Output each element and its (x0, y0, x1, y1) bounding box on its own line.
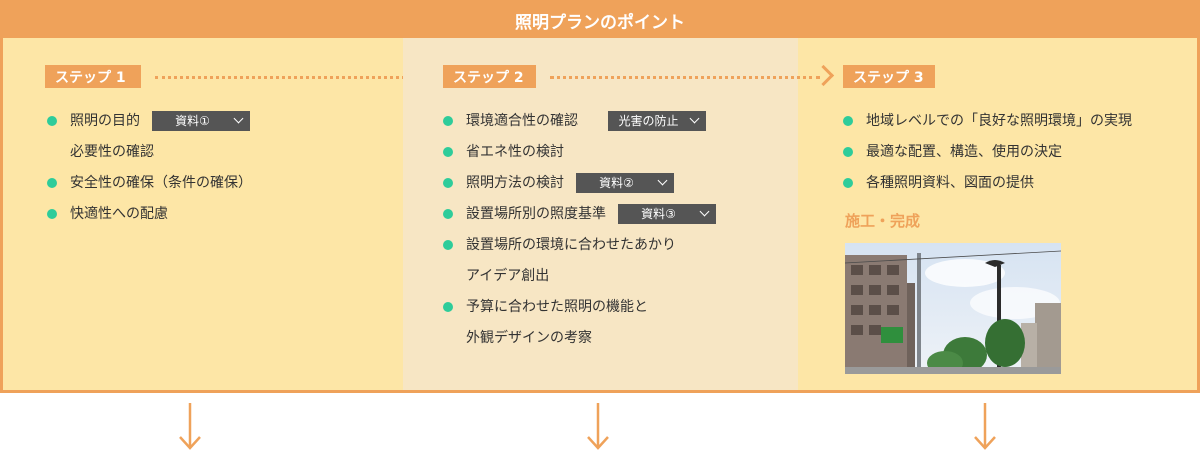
list-item: 照明の目的 資料① 必要性の確認 (47, 106, 252, 168)
completion-heading: 施工・完成 (845, 212, 921, 230)
step-1-list: 照明の目的 資料① 必要性の確認 安全性の確保（条件の確保） 快適性への配慮 (47, 106, 252, 230)
item-text: 最適な配置、構造、使用の決定 (866, 144, 1062, 160)
dotted-connector (155, 76, 417, 79)
list-item: 省エネ性の検討 (443, 137, 716, 168)
item-text-continued: アイデア創出 (466, 268, 550, 284)
chevron-down-icon (234, 113, 244, 124)
arrow-down-icon (587, 403, 609, 450)
arrow-down-icon (179, 403, 201, 450)
item-text: 照明方法の検討 (466, 175, 564, 191)
document-2-dropdown-button[interactable]: 資料② (576, 173, 675, 193)
document-1-dropdown-button[interactable]: 資料① (152, 111, 251, 131)
item-text: 省エネ性の検討 (466, 144, 564, 160)
item-text: 設置場所の環境に合わせたあかり (466, 237, 676, 253)
item-text: 地域レベルでの「良好な照明環境」の実現 (866, 113, 1132, 129)
arrow-down-icon (974, 403, 996, 450)
light-pollution-dropdown-button[interactable]: 光害の防止 (608, 111, 707, 131)
street-scene-image (845, 243, 1061, 374)
button-label: 光害の防止 (618, 113, 679, 128)
step-3-badge: ステップ 3 (843, 65, 935, 88)
bullet-dot-icon (47, 116, 57, 126)
bullet-dot-icon (443, 147, 453, 157)
item-text: 設置場所別の照度基準 (466, 206, 606, 222)
button-label: 資料③ (641, 206, 676, 221)
chevron-down-icon (690, 113, 700, 124)
street-light-photo (845, 243, 1061, 374)
chevron-down-icon (700, 206, 710, 217)
bullet-dot-icon (443, 302, 453, 312)
document-3-dropdown-button[interactable]: 資料③ (618, 204, 717, 224)
item-text: 環境適合性の確認 (466, 113, 578, 129)
item-text: 快適性への配慮 (70, 206, 168, 222)
bullet-dot-icon (443, 116, 453, 126)
step-1-column: ステップ 1 照明の目的 資料① 必要性の確認 安全性の確保（条件の確保） 快適… (3, 38, 428, 390)
chevron-down-icon (658, 175, 668, 186)
list-item: 地域レベルでの「良好な照明環境」の実現 (843, 106, 1132, 137)
item-text: 安全性の確保（条件の確保） (70, 175, 252, 191)
item-text-continued: 外観デザインの考察 (466, 330, 592, 346)
button-label: 資料② (599, 175, 634, 190)
bullet-dot-icon (843, 147, 853, 157)
item-text: 照明の目的 (70, 113, 140, 129)
lighting-plan-panel: 照明プランのポイント ステップ 1 照明の目的 資料① 必要性の確認 安全性の確… (0, 0, 1200, 393)
step-2-column: ステップ 2 環境適合性の確認 光害の防止 省エネ性の検討 照明方法の検討 資料… (403, 38, 835, 390)
step-2-badge: ステップ 2 (443, 65, 536, 88)
bullet-dot-icon (843, 178, 853, 188)
step-2-list: 環境適合性の確認 光害の防止 省エネ性の検討 照明方法の検討 資料② (443, 106, 717, 354)
item-text: 予算に合わせた照明の機能と (466, 299, 648, 315)
list-item: 照明方法の検討 資料② (443, 168, 716, 199)
step-1-badge: ステップ 1 (45, 65, 141, 88)
list-item: 最適な配置、構造、使用の決定 (843, 137, 1132, 168)
bullet-dot-icon (843, 116, 853, 126)
list-item: 設置場所の環境に合わせたあかり アイデア創出 (443, 230, 716, 292)
list-item: 予算に合わせた照明の機能と 外観デザインの考察 (443, 292, 716, 354)
list-item: 安全性の確保（条件の確保） (47, 168, 252, 199)
step-3-column: ステップ 3 地域レベルでの「良好な照明環境」の実現 最適な配置、構造、使用の決… (798, 38, 1200, 390)
item-text: 各種照明資料、図面の提供 (866, 175, 1034, 191)
panel-title: 照明プランのポイント (3, 3, 1197, 38)
bullet-dot-icon (47, 178, 57, 188)
bullet-dot-icon (443, 240, 453, 250)
list-item: 各種照明資料、図面の提供 (843, 168, 1132, 199)
dotted-connector (550, 76, 820, 79)
list-item: 快適性への配慮 (47, 199, 252, 230)
list-item: 設置場所別の照度基準 資料③ (443, 199, 717, 230)
item-text-continued: 必要性の確認 (70, 144, 154, 160)
bullet-dot-icon (443, 209, 453, 219)
bullet-dot-icon (47, 209, 57, 219)
list-item: 環境適合性の確認 光害の防止 (443, 106, 716, 137)
button-label: 資料① (175, 113, 210, 128)
step-3-list: 地域レベルでの「良好な照明環境」の実現 最適な配置、構造、使用の決定 各種照明資… (843, 106, 1132, 199)
bullet-dot-icon (443, 178, 453, 188)
